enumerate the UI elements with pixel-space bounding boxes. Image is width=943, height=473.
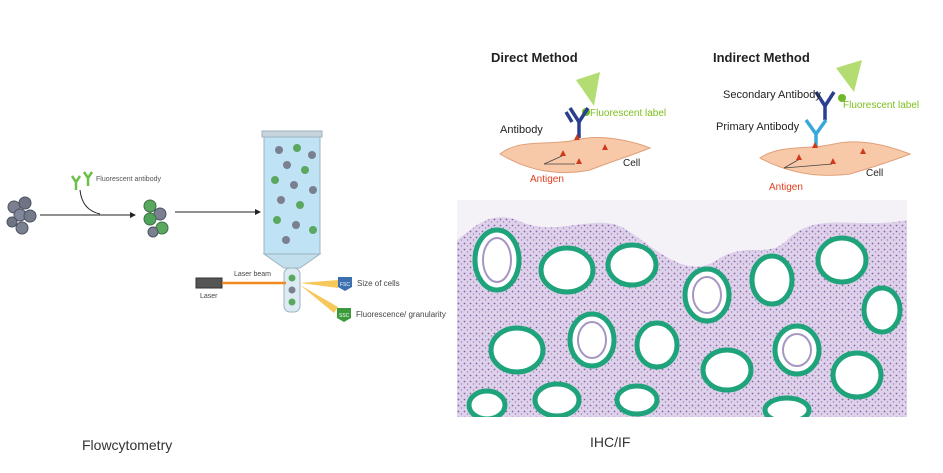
secondary-antibody-icon bbox=[814, 91, 836, 120]
indirect-antigen-label: Antigen bbox=[769, 182, 803, 193]
direct-cell-label: Cell bbox=[623, 158, 641, 169]
tissue-micrograph-image bbox=[457, 200, 907, 417]
direct-method-title: Direct Method bbox=[491, 50, 578, 65]
size-of-cells-label: Size of cells bbox=[357, 279, 400, 288]
indirect-cell-label: Cell bbox=[866, 168, 884, 179]
indirect-fluorescent-label-icon bbox=[836, 60, 862, 92]
flowcytometry-caption: Flowcytometry bbox=[82, 437, 173, 453]
fluorescent-antibody-label: Fluorescent antibody bbox=[96, 176, 161, 183]
ssc-badge: SSC bbox=[337, 308, 351, 322]
unlabeled-cells-icon bbox=[6, 196, 37, 235]
primary-antibody-icon bbox=[804, 118, 828, 148]
laser-icon bbox=[195, 277, 223, 289]
fsc-badge: FSC bbox=[338, 277, 352, 291]
direct-antibody-label: Antibody bbox=[500, 124, 543, 136]
indirect-method-diagram bbox=[759, 60, 912, 176]
indirect-cell-shape bbox=[759, 141, 912, 176]
indirect-method-title: Indirect Method bbox=[713, 50, 810, 65]
svg-text:FSC: FSC bbox=[340, 282, 350, 288]
flow-cytometry-diagram: Fluorescent antibody Laser beam Laser bbox=[6, 130, 446, 322]
fluorescence-line: Fluorescence/ granularity bbox=[356, 310, 446, 319]
labeled-cells-icon bbox=[143, 199, 169, 238]
fluorescence-granularity-label: Fluorescence/ granularity bbox=[356, 310, 446, 319]
fluorescent-label-icon bbox=[576, 72, 600, 106]
indirect-fluorescent-label: Fluorescent label bbox=[843, 100, 920, 111]
direct-antibody-icon bbox=[564, 107, 590, 138]
laser-beam-label: Laser beam bbox=[234, 271, 271, 278]
ihc-if-caption: IHC/IF bbox=[590, 434, 631, 450]
primary-antibody-label: Primary Antibody bbox=[716, 121, 800, 133]
flow-cell-tube bbox=[261, 130, 323, 313]
laser-label: Laser bbox=[200, 293, 218, 300]
secondary-antibody-label: Secondary Antibody bbox=[723, 89, 821, 101]
fluorescent-antibody-icon bbox=[70, 171, 94, 190]
direct-antigen-label: Antigen bbox=[530, 174, 564, 185]
direct-method-diagram bbox=[499, 72, 652, 174]
direct-fluorescent-label: Fluorescent label bbox=[590, 108, 667, 119]
direct-cell-shape bbox=[499, 137, 652, 174]
svg-text:SSC: SSC bbox=[339, 313, 350, 319]
